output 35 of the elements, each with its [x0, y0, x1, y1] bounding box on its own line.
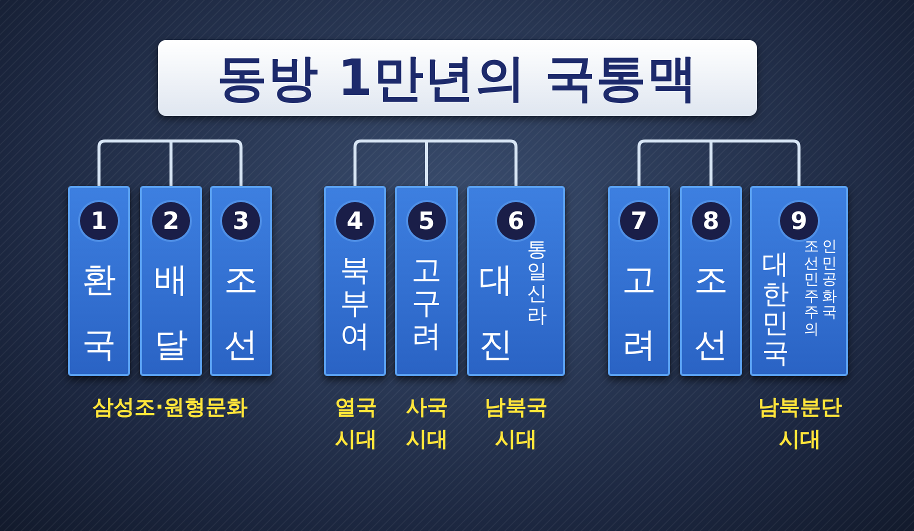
- numbered-panel: [324, 186, 386, 376]
- number-badge: 1: [80, 202, 118, 240]
- vertical-text: 조선민주주의 인민공화국: [804, 238, 837, 337]
- number-badge: 3: [222, 202, 260, 240]
- number-badge: 7: [620, 202, 658, 240]
- numbered-panel: [68, 186, 130, 376]
- number-badge: 5: [408, 202, 446, 240]
- numbered-panel: [750, 186, 848, 376]
- number-badge: 4: [336, 202, 374, 240]
- vertical-text: 대진: [479, 259, 513, 367]
- era-label: 열국 시대: [334, 394, 378, 452]
- vertical-text: 환국: [82, 259, 116, 367]
- vertical-text: 조선: [694, 259, 728, 367]
- vertical-text: 통일신라: [527, 238, 547, 326]
- era-label: 사국 시대: [405, 394, 449, 452]
- numbered-panel: [210, 186, 272, 376]
- numbered-panel: [608, 186, 670, 376]
- numbered-panel: [467, 186, 565, 376]
- vertical-text: 고려: [622, 259, 656, 367]
- number-badge: 9: [780, 202, 818, 240]
- era-label: 남북국 시대: [484, 394, 548, 452]
- vertical-text: 배달: [154, 259, 188, 367]
- vertical-text: 대한민국: [762, 250, 789, 369]
- title-banner: 동방 1만년의 국통맥: [158, 40, 757, 116]
- vertical-text: 조선: [224, 259, 258, 367]
- numbered-panel: [395, 186, 458, 376]
- number-badge: 6: [497, 202, 535, 240]
- era-label: 남북분단 시대: [757, 394, 843, 452]
- era-label: 삼성조·원형문화: [92, 394, 248, 421]
- numbered-panel: [140, 186, 202, 376]
- number-badge: 8: [692, 202, 730, 240]
- numbered-panel: [680, 186, 742, 376]
- number-badge: 2: [152, 202, 190, 240]
- vertical-text: 고구려: [412, 254, 442, 353]
- vertical-text: 북부여: [340, 254, 370, 353]
